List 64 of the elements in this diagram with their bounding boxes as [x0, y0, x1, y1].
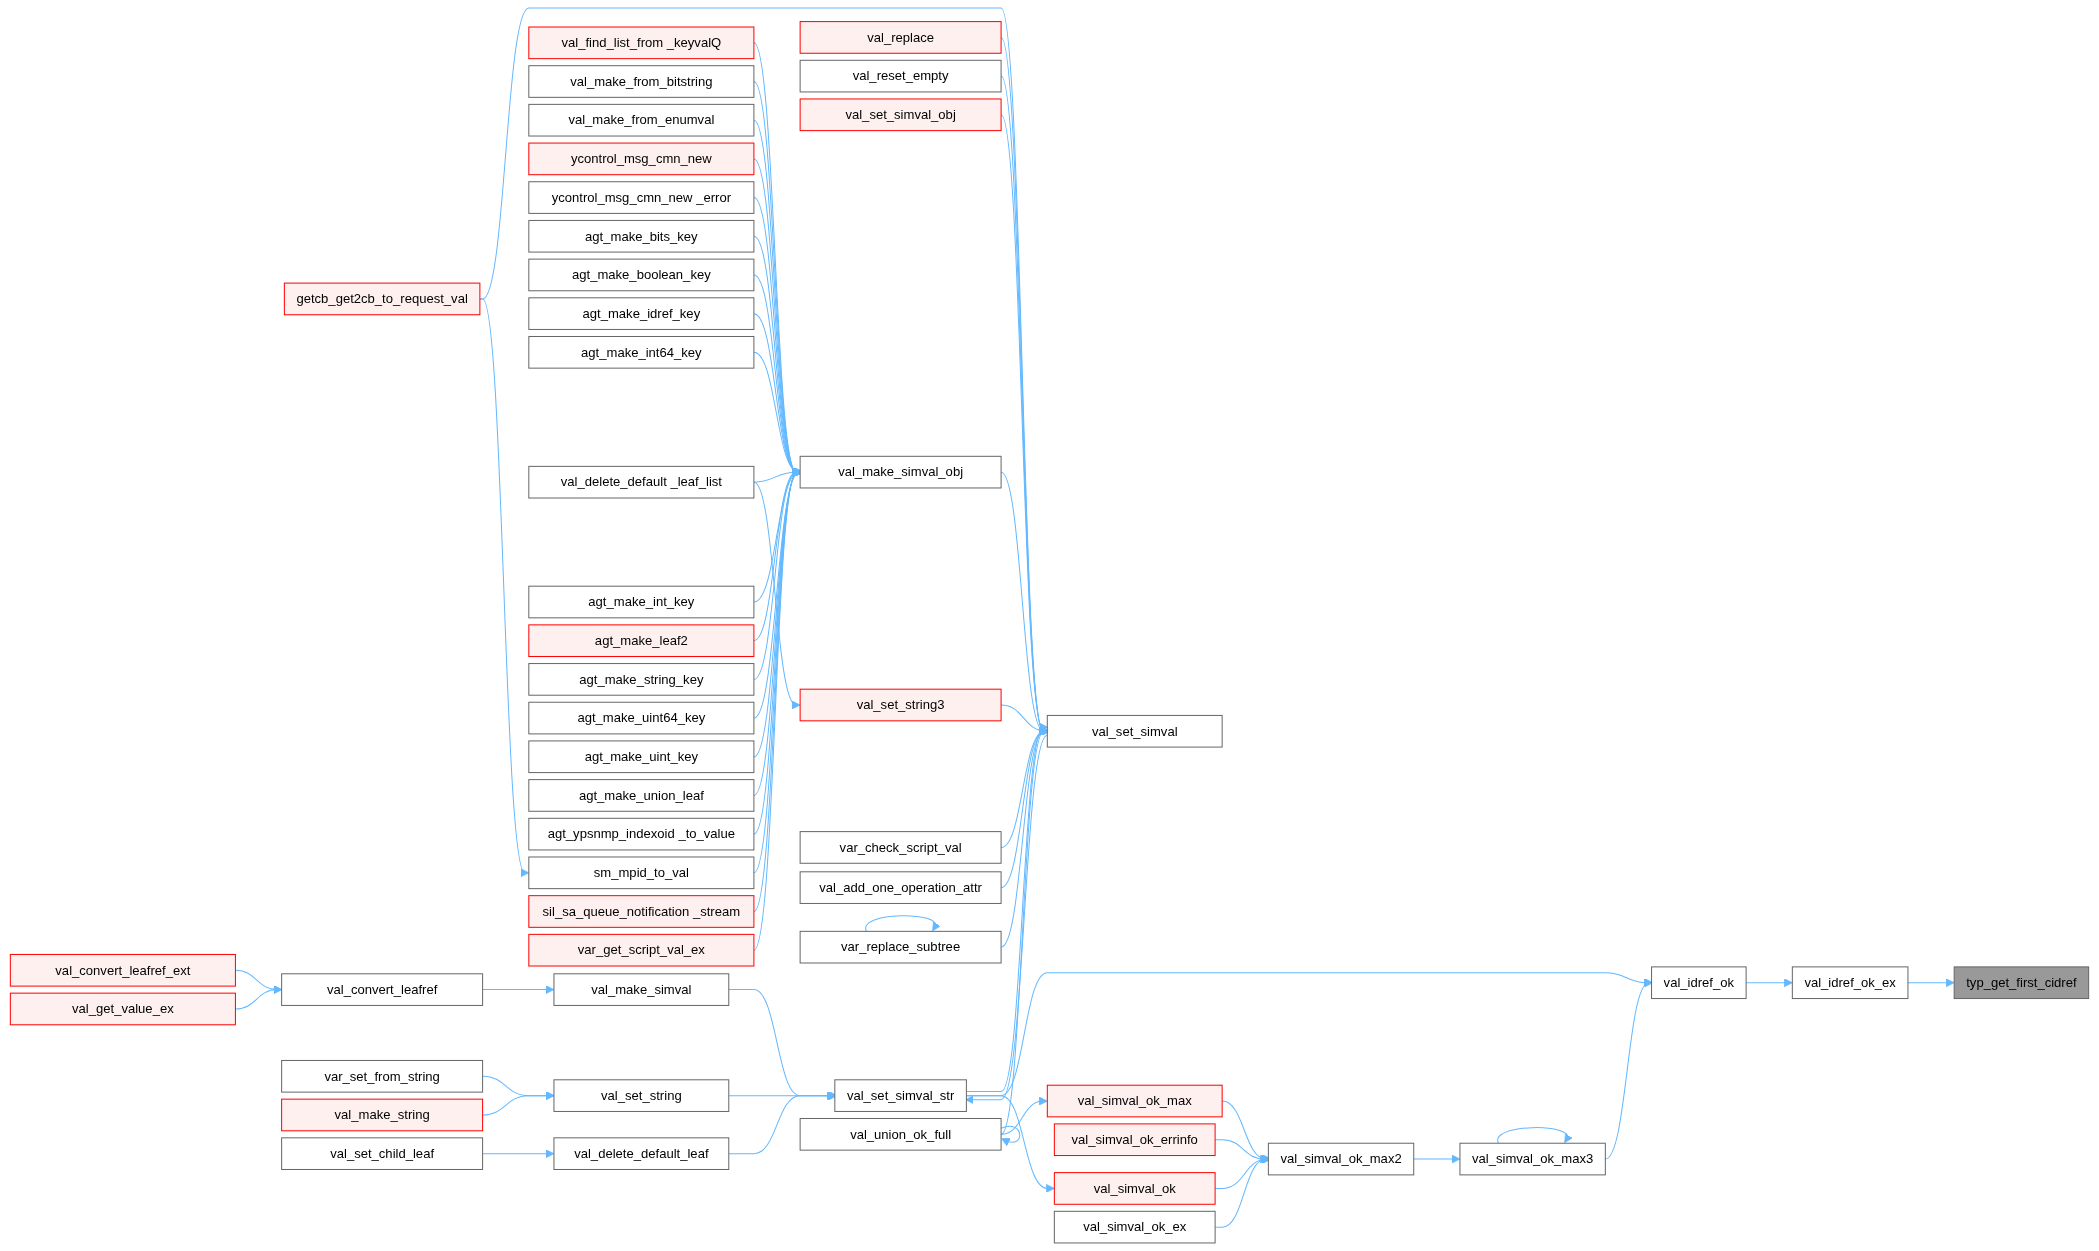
- node-box: val_make_simval_obj: [799, 455, 1002, 489]
- node-box: val_set_string: [553, 1079, 730, 1112]
- node-box: val_add_one_operation_attr: [799, 871, 1002, 904]
- arrow: [234, 985, 283, 1010]
- node-box: agt_make_int_key: [528, 585, 755, 619]
- node-box: val_union_ok_full: [799, 1118, 1002, 1151]
- node-box: agt_make_idref_key: [528, 297, 755, 330]
- node-box: val_set_simval: [1046, 714, 1223, 748]
- node-box: val_reset_empty: [799, 59, 1002, 93]
- node-box: agt_make_string_key: [528, 663, 755, 696]
- node-box: ycontrol_msg_cmn_new _error: [528, 181, 755, 214]
- arrow: [1000, 1097, 1048, 1135]
- node-box: val_convert_leafref: [281, 973, 484, 1006]
- node-box: val_simval_ok_errinfo: [1053, 1123, 1216, 1157]
- node-box: val_make_string: [281, 1098, 484, 1132]
- node-box: val_idref_ok: [1651, 966, 1747, 1000]
- node-box: val_simval_ok_max3: [1459, 1142, 1606, 1176]
- node-box: val_convert_leafref_ext: [9, 953, 236, 987]
- arrow: [1413, 1154, 1461, 1164]
- node-box: val_get_value_ex: [9, 992, 236, 1026]
- node-box: val_find_list_from _keyvalQ: [528, 26, 755, 60]
- node-box: val_replace: [799, 21, 1002, 54]
- arrow: [965, 1095, 1055, 1193]
- node-box: var_set_from_string: [281, 1059, 484, 1093]
- node-box: agt_make_uint64_key: [528, 701, 755, 735]
- node-box: val_simval_ok: [1053, 1172, 1216, 1205]
- node-box: getcb_get2cb_to_request_val: [283, 282, 481, 316]
- arrow: [1907, 978, 1955, 988]
- node-box: val_delete_default_leaf: [553, 1137, 730, 1170]
- node-box: val_delete_default _leaf_list: [528, 465, 755, 499]
- node-box: val_make_from_enumval: [528, 103, 755, 137]
- node-box: agt_make_union_leaf: [528, 779, 755, 812]
- arrow: [479, 298, 528, 877]
- node-box: agt_make_uint_key: [528, 740, 755, 774]
- arrow: [482, 1149, 555, 1159]
- node-box: val_simval_ok_ex: [1053, 1210, 1216, 1244]
- node-box: var_replace_subtree: [799, 930, 1002, 964]
- node-box: agt_make_leaf2: [528, 624, 755, 657]
- arrow: [482, 985, 555, 995]
- node-box: agt_ypsnmp_indexoid _to_value: [528, 817, 755, 851]
- arrow: [865, 915, 940, 932]
- node-box: agt_make_bits_key: [528, 219, 755, 253]
- node-box: var_check_script_val: [799, 831, 1002, 864]
- arrow: [1604, 980, 1653, 1160]
- node-box: val_simval_ok_max: [1046, 1084, 1223, 1118]
- node-box: ycontrol_msg_cmn_new: [528, 142, 755, 176]
- node-box: val_set_string3: [799, 688, 1002, 722]
- node-box: val_set_simval_obj: [799, 98, 1002, 132]
- arrow: [1497, 1127, 1572, 1144]
- node-box: var_get_script_val_ex: [528, 933, 755, 967]
- node-box: val_simval_ok_max2: [1267, 1142, 1415, 1176]
- arrow: [1000, 1125, 1021, 1146]
- arrow: [1745, 978, 1793, 988]
- node-box: typ_get_first_cidref: [1953, 966, 2090, 1000]
- node-box: agt_make_int64_key: [528, 336, 755, 369]
- node-box: val_idref_ok_ex: [1791, 966, 1909, 1000]
- arrow: [482, 1091, 555, 1116]
- node-box: val_set_child_leaf: [281, 1137, 484, 1170]
- node-box: val_make_simval: [553, 973, 730, 1006]
- node-box: sm_mpid_to_val: [528, 856, 755, 890]
- node-box: val_make_from_bitstring: [528, 65, 755, 98]
- node-box: val_set_simval_str: [834, 1079, 967, 1112]
- node-box: sil_sa_queue_notification _stream: [528, 895, 755, 928]
- node-box: agt_make_boolean_key: [528, 258, 755, 292]
